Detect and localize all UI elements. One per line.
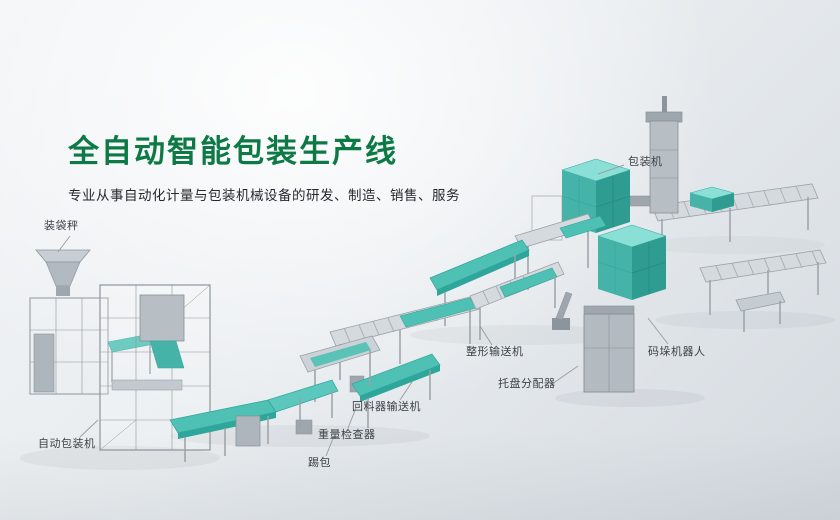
label-shaping-conveyor: 整形输送机 (466, 346, 524, 358)
machine-pallet-distributor (552, 291, 635, 393)
label-weight-checker: 重量检查器 (318, 429, 376, 441)
label-kick-bag: 踢包 (308, 457, 331, 469)
label-palletizing-robot: 码垛机器人 (648, 346, 706, 358)
incline-conveyor-to-palletizer (429, 239, 530, 326)
machine-return-feeder-conveyor (349, 353, 441, 428)
carton-stack-lower (597, 224, 667, 300)
machine-checkweigher-line (169, 379, 339, 462)
label-leader-lines (57, 164, 669, 457)
label-bagging-scale: 装袋秤 (44, 220, 79, 232)
curve-transfer-platform (299, 335, 381, 402)
label-pallet-distributor: 托盘分配器 (498, 378, 556, 390)
label-packing-machine: 包装机 (628, 156, 663, 168)
mid-roller-conveyor (329, 295, 481, 380)
output-roller-conveyor-bottom (699, 249, 827, 332)
label-auto-packing-machine: 自动包装机 (38, 438, 96, 450)
label-return-feeder-conveyor: 回料器输送机 (352, 401, 421, 413)
machine-packing-tower (629, 96, 683, 214)
page-title: 全自动智能包装生产线 (68, 134, 398, 169)
floor-shadows (20, 236, 835, 470)
machine-shaping-conveyor (469, 261, 565, 340)
page-subtitle: 专业从事自动化计量与包装机械设备的研发、制造、销售、服务 (68, 188, 460, 203)
machine-bagging-scale (29, 249, 155, 395)
elevated-platform (514, 195, 607, 290)
